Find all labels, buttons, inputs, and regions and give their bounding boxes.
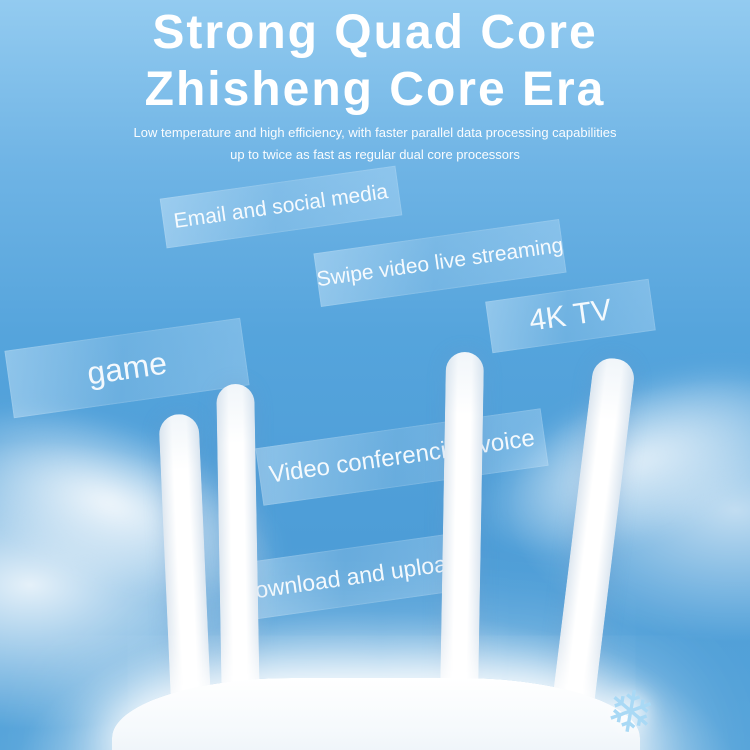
router-antenna-3 [440, 351, 485, 701]
router-antenna-1 [158, 413, 212, 727]
feature-label: game [84, 344, 170, 391]
sub-headline: Low temperature and high efficiency, wit… [0, 122, 750, 166]
feature-banner-4k-tv: 4K TV [485, 278, 656, 354]
headline: Strong Quad Core Zhisheng Core Era [0, 4, 750, 118]
feature-label: Video conferencing/voice [267, 424, 537, 489]
feature-label: Swipe video live streaming [315, 233, 565, 292]
feature-banner-video-conferencing: Video conferencing/voice [255, 408, 549, 506]
headline-line1: Strong Quad Core [152, 6, 598, 59]
headline-line2: Zhisheng Core Era [144, 63, 606, 116]
feature-label: 4K TV [527, 293, 614, 338]
feature-banner-email-social: Email and social media [159, 165, 403, 249]
feature-banner-download-upload: Download and upload [235, 532, 463, 622]
snowflake-icon: ❄ [600, 676, 660, 749]
feature-banner-game: game [4, 317, 250, 419]
feature-label: Email and social media [172, 180, 390, 233]
sub-headline-line1: Low temperature and high efficiency, wit… [133, 125, 617, 140]
feature-banner-video-streaming: Swipe video live streaming [313, 219, 567, 307]
sub-headline-line2: up to twice as fast as regular dual core… [230, 147, 520, 162]
router-body [112, 678, 640, 750]
router-antenna-2 [216, 383, 260, 717]
feature-label: Download and upload [236, 548, 461, 605]
router-antenna-4 [552, 356, 637, 707]
